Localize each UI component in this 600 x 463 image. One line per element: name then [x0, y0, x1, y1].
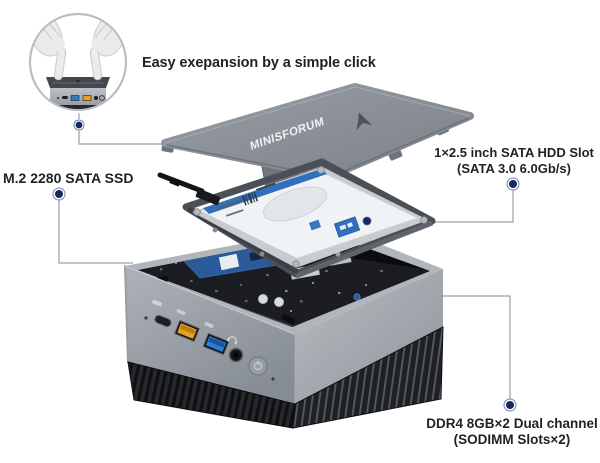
inset-leader-line2	[78, 131, 162, 145]
hdd-sata-badge	[333, 216, 361, 238]
sata-cable	[157, 172, 221, 206]
usb-a-orange-port	[173, 319, 201, 343]
ddr4-callout: DDR4 8GB×2 Dual channel (SODIMM Slots×2)	[424, 416, 600, 448]
callout-dots	[52, 119, 520, 412]
lid-illustration: MINISFORUM	[161, 83, 474, 180]
ddr4-callout-line1: DDR4 8GB×2 Dual channel	[426, 416, 598, 431]
hdd-screws	[193, 166, 428, 268]
hdd-slot-callout-line1: 1×2.5 inch SATA HDD Slot	[434, 145, 594, 160]
m2-ssd-callout: M.2 2280 SATA SSD	[3, 170, 134, 186]
callout-leader-lines	[58, 113, 514, 399]
inset-caption: Easy exepansion by a simple click	[142, 55, 376, 71]
hdd-illustration	[157, 158, 436, 279]
sodimm-screw	[353, 293, 361, 301]
ddr4-leader-line	[442, 295, 511, 399]
hdd-leader-line	[414, 190, 514, 223]
hdd-slot-callout-line2: (SATA 3.0 6.0Gb/s)	[457, 160, 571, 176]
power-button	[248, 356, 268, 376]
ddr4-callout-line2: (SODIMM Slots×2)	[453, 432, 571, 448]
m2-dot	[52, 187, 66, 201]
hdd-label	[200, 171, 418, 259]
right-vent-band	[292, 326, 444, 429]
hdd-slot-callout: 1×2.5 inch SATA HDD Slot (SATA 3.0 6.0Gb…	[428, 145, 600, 176]
chassis-right-face	[295, 269, 443, 404]
usb-c-port	[154, 314, 172, 328]
brand-emblem-icon	[356, 112, 372, 131]
hdd-barcode	[242, 191, 259, 206]
power-led	[271, 377, 275, 381]
inset-mini-pc	[46, 77, 110, 110]
ddr4-dot	[503, 398, 517, 412]
headphone-icon	[226, 336, 238, 345]
front-ports	[144, 299, 275, 381]
inset-circle-illustration	[29, 13, 127, 111]
hdd-dot	[506, 177, 520, 191]
audio-jack	[228, 347, 244, 363]
mic-pinhole	[144, 316, 148, 320]
m2-leader-line	[58, 200, 133, 264]
inset-dot	[73, 119, 85, 131]
usb-a-blue-port	[202, 332, 230, 356]
